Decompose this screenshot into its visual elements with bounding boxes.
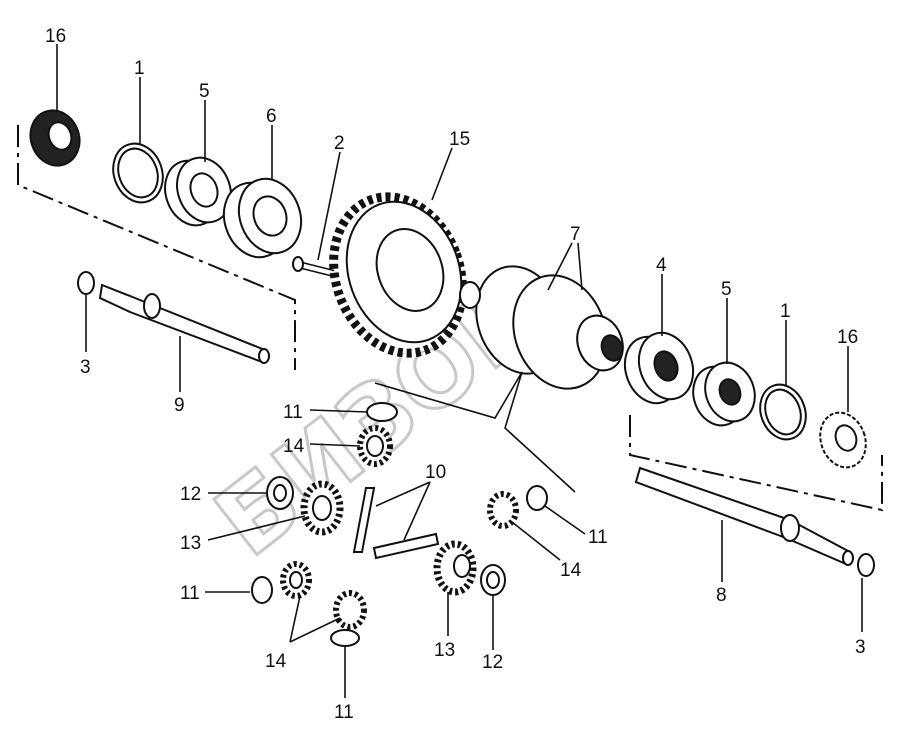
label-12-bottom: 12 <box>482 652 503 673</box>
label-3-left: 3 <box>80 357 91 378</box>
part-10-pins <box>352 487 440 560</box>
part-5-bearing-left <box>164 156 232 227</box>
label-4: 4 <box>656 255 667 276</box>
part-7-differential-housing <box>459 265 624 390</box>
left-assembly-bracket <box>17 125 296 370</box>
part-9-shaft <box>98 283 270 364</box>
part-3-retainer-right <box>857 553 875 577</box>
part-14-pinion-c <box>333 590 367 630</box>
label-16-right: 16 <box>837 327 858 348</box>
part-16-seal-right <box>819 411 867 469</box>
label-12-left: 12 <box>180 484 201 505</box>
label-1-top: 1 <box>134 58 145 79</box>
label-11-b: 11 <box>180 583 200 604</box>
part-6-bearing <box>222 177 303 259</box>
part-12-washer-bottom <box>480 564 506 596</box>
label-9: 9 <box>174 395 185 416</box>
label-6: 6 <box>266 106 277 127</box>
part-3-retainer-left <box>77 271 95 295</box>
part-12-washer-left <box>266 476 294 510</box>
label-11-a: 11 <box>283 402 303 423</box>
label-13-left: 13 <box>180 533 201 554</box>
label-11-right: 11 <box>588 527 608 548</box>
label-8: 8 <box>716 585 727 606</box>
label-11-bottom: 11 <box>334 702 354 723</box>
label-16-top: 16 <box>45 26 66 47</box>
label-15: 15 <box>449 129 470 150</box>
part-14-pinion-right <box>487 491 519 529</box>
label-14-a: 14 <box>283 436 305 457</box>
label-14-right: 14 <box>560 560 582 581</box>
part-11-washer-a <box>366 402 398 422</box>
label-13-bottom: 13 <box>434 640 455 661</box>
label-10: 10 <box>425 462 446 483</box>
right-assembly-bracket <box>629 415 883 512</box>
label-5-top: 5 <box>199 81 210 102</box>
leader-lines <box>56 44 863 698</box>
label-2: 2 <box>334 133 345 154</box>
label-3-right: 3 <box>855 637 866 658</box>
part-14-pinion-b <box>280 561 312 599</box>
label-5-right: 5 <box>721 279 732 300</box>
label-7: 7 <box>570 224 581 245</box>
part-8-shaft <box>634 466 854 566</box>
part-13-side-gear-left <box>300 480 344 536</box>
part-15-gear <box>329 192 467 358</box>
part-5-bearing-right <box>692 361 756 427</box>
part-13-side-gear-bottom <box>433 540 477 596</box>
part-11-washer-right <box>526 485 548 511</box>
part-14-pinion-a <box>357 425 393 467</box>
part-1-circlip-left <box>112 142 164 204</box>
part-16-seal-left <box>29 109 81 167</box>
part-4-bearing <box>623 331 695 405</box>
label-14-b: 14 <box>265 651 287 672</box>
part-1-circlip-right <box>759 383 807 441</box>
part-11-washer-b <box>251 576 273 604</box>
internals-pointer <box>374 371 576 493</box>
label-1-right: 1 <box>780 301 791 322</box>
part-11-washer-bottom <box>330 629 360 647</box>
